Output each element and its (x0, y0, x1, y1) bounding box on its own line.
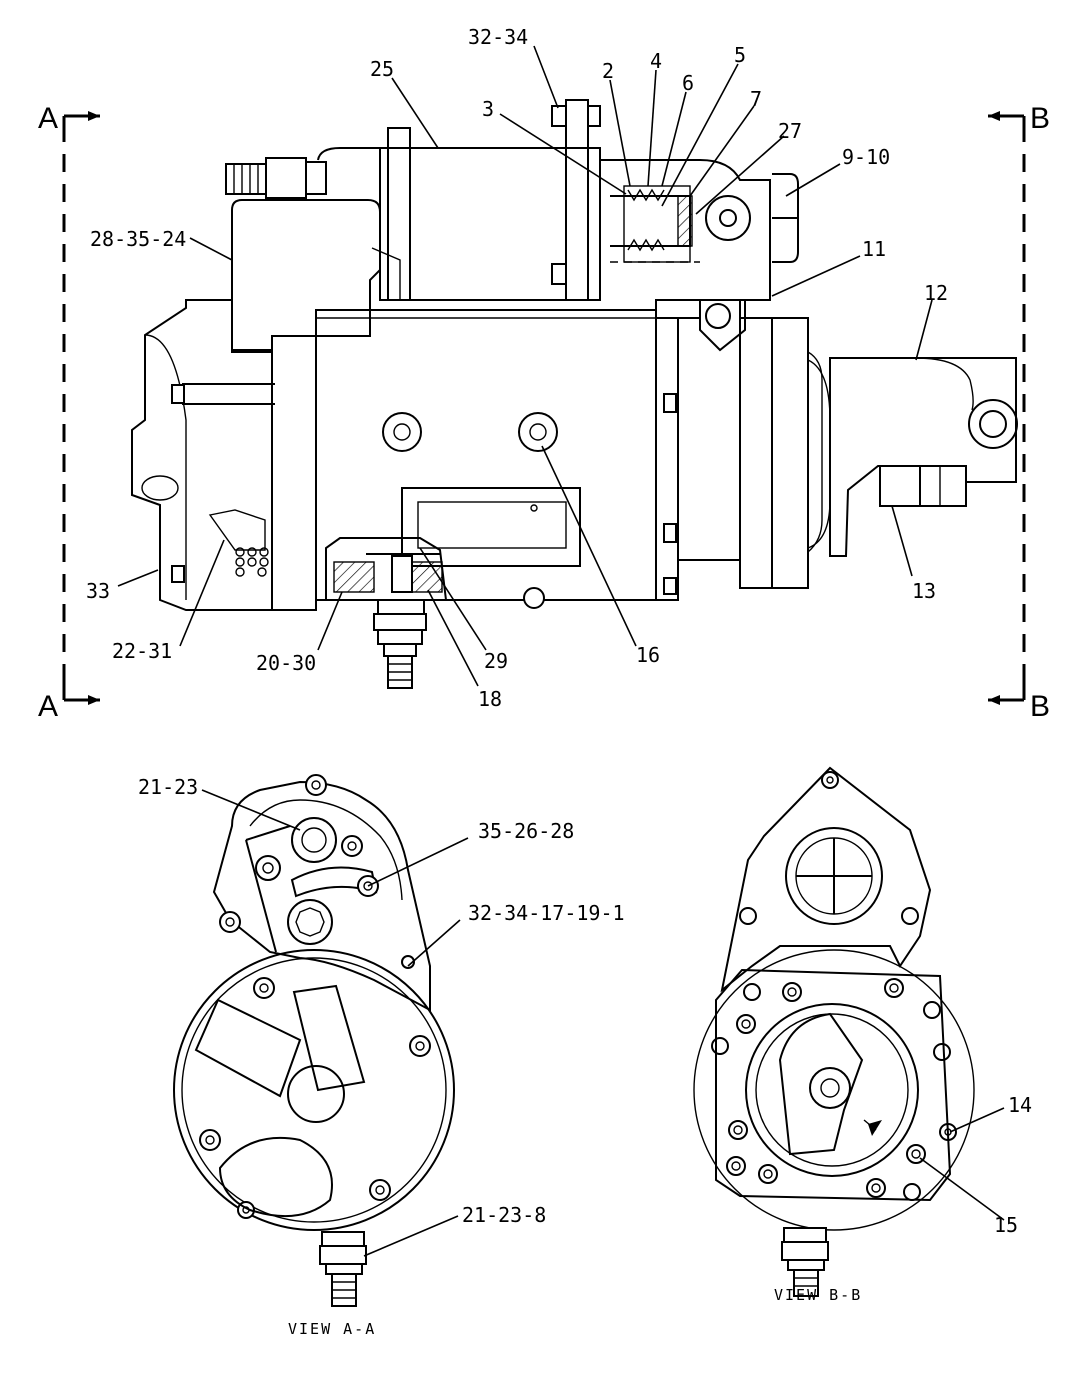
callout-25: 25 (370, 57, 394, 81)
callout-12: 12 (924, 281, 948, 305)
callout-21-23-8: 21-23-8 (462, 1203, 546, 1227)
starter-side-view (131, 99, 1018, 689)
callout-21-23: 21-23 (138, 775, 198, 799)
callout-33: 33 (86, 579, 110, 603)
callout-18: 18 (478, 687, 502, 711)
section-line-b (988, 111, 1026, 705)
section-line-a (62, 111, 100, 705)
callout-29: 29 (484, 649, 508, 673)
section-mark-b-top: B (1030, 102, 1050, 135)
callout-6: 6 (682, 71, 694, 95)
view-b-b-drawing (693, 766, 975, 1297)
callout-7: 7 (750, 87, 762, 111)
callout-32-34: 32-34 (468, 25, 528, 49)
section-mark-a-top: A (38, 102, 58, 135)
section-mark-a-bottom: A (38, 690, 58, 723)
callout-9-10: 9-10 (842, 145, 890, 169)
callout-3: 3 (482, 97, 494, 121)
callout-27: 27 (778, 119, 802, 143)
callout-11: 11 (862, 237, 886, 261)
callout-13: 13 (912, 579, 936, 603)
view-a-a-drawing (173, 774, 455, 1307)
view-b-b-label: VIEW B-B (774, 1286, 862, 1304)
callout-2: 2 (602, 59, 614, 83)
callout-14: 14 (1008, 1093, 1032, 1117)
callout-22-31: 22-31 (112, 639, 172, 663)
view-a-a-label: VIEW A-A (288, 1320, 376, 1338)
section-mark-b-bottom: B (1030, 690, 1050, 723)
callout-20-30: 20-30 (256, 651, 316, 675)
callout-28-35-24: 28-35-24 (90, 227, 186, 251)
leader-lines (117, 45, 1005, 1257)
callout-35-26-28: 35-26-28 (478, 819, 574, 843)
callout-16: 16 (636, 643, 660, 667)
callout-32-34-17-19-1: 32-34-17-19-1 (468, 901, 625, 925)
callout-5: 5 (734, 43, 746, 67)
callout-4: 4 (650, 49, 662, 73)
callout-15: 15 (994, 1213, 1018, 1237)
